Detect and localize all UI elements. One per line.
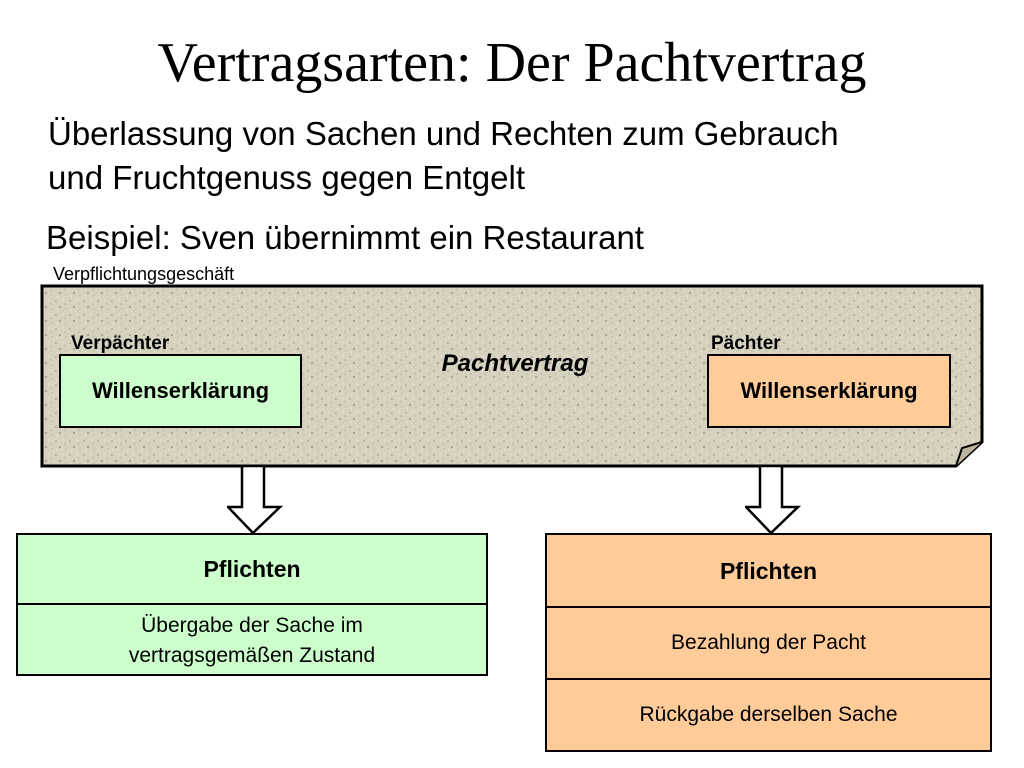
lessor-label: Verpächter [71,333,170,354]
example-text: Beispiel: Sven übernimmt ein Restaurant [46,219,644,256]
lessee-declaration-box: Willenserklärung [707,354,951,428]
duty-item: Bezahlung der Pacht [547,606,990,678]
duty-item: Übergabe der Sache im vertragsgemäßen Zu… [18,603,486,674]
duties-header: Pflichten [203,556,301,582]
down-arrow-icon [227,465,283,535]
duties-header: Pflichten [719,557,818,584]
panel-caption: Verpflichtungsgeschäft [53,264,235,284]
down-arrow-icon [745,465,801,535]
lessee-duties-table: Pflichten Bezahlung der Pacht Rückgabe d… [545,533,992,752]
lessor-declaration-box: Willenserklärung [59,354,302,428]
duty-item-line-2: vertragsgemäßen Zustand [128,644,376,667]
definition-line-2: und Fruchtgenuss gegen Entgelt [48,159,526,196]
definition-text: Überlassung von Sachen und Rechten zum G… [48,112,839,200]
lessor-declaration-text: Willenserklärung [91,378,270,403]
definition-line-1: Überlassung von Sachen und Rechten zum G… [48,115,839,152]
lessee-declaration-text: Willenserklärung [740,378,918,403]
lessee-label: Pächter [711,333,781,354]
contract-label: Pachtvertrag [441,350,589,377]
duty-item-line-1: Übergabe der Sache im [141,614,363,637]
duty-item: Rückgabe derselben Sache [547,678,990,750]
page-title: Vertragsarten: Der Pachtvertrag [157,32,867,94]
lessor-duties-table: Pflichten Übergabe der Sache im vertrags… [16,533,488,676]
